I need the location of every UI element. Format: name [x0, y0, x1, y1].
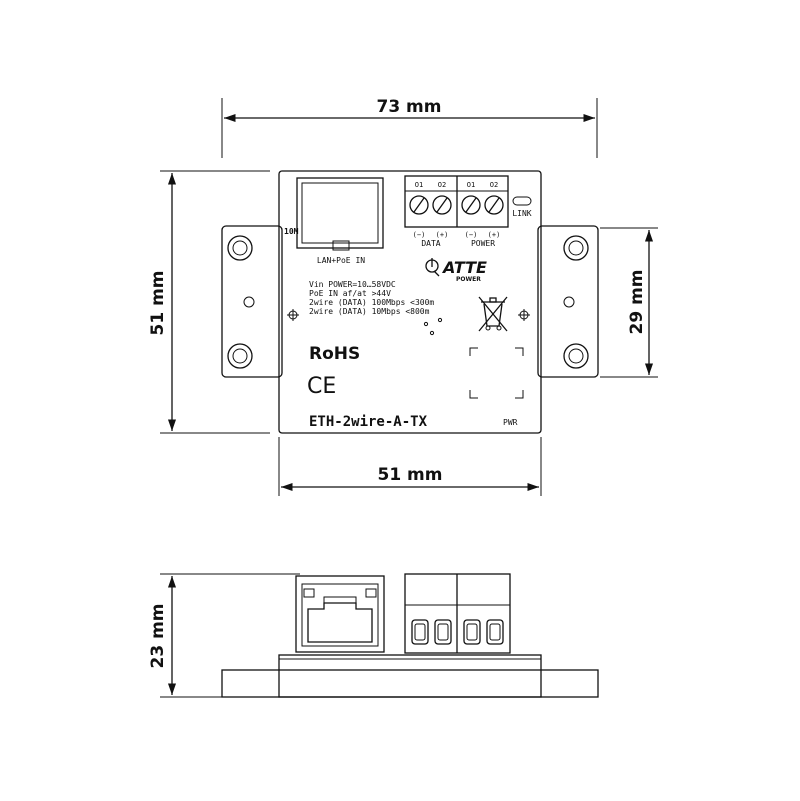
- rohs-mark: RoHS: [309, 344, 360, 364]
- power-label: POWER: [471, 239, 495, 248]
- right-mounting-flange: [537, 225, 599, 378]
- rj45-label: LAN+PoE IN: [317, 256, 365, 265]
- port-speed-label: 10M: [284, 227, 299, 236]
- dimension-top-width-label: 73 mm: [376, 97, 441, 117]
- terminal-number-3: O1: [467, 181, 475, 189]
- dimension-right-height-label: 29 mm: [627, 269, 647, 334]
- terminal-block: O1 O2 O1 O2: [404, 175, 509, 228]
- link-led: [512, 196, 532, 206]
- dimension-side-height: 23 mm: [148, 573, 300, 698]
- ce-mark: CE: [307, 374, 336, 399]
- side-view-rj45-port: [295, 575, 385, 653]
- data-label: DATA: [421, 239, 440, 248]
- left-crosshair-mark: [287, 309, 299, 321]
- terminal-number-1: O1: [415, 181, 423, 189]
- side-view-terminal-block: [404, 573, 511, 654]
- left-flange-holes: [227, 235, 255, 369]
- dimension-left-height: 51 mm: [148, 170, 270, 434]
- terminal-number-2: O2: [438, 181, 446, 189]
- side-view-enclosure: [278, 654, 542, 698]
- model-name: ETH-2wire-A-TX: [309, 414, 428, 430]
- terminal-number-4: O2: [490, 181, 498, 189]
- enclosure-top: [278, 170, 542, 434]
- spec-line-3: 2wire (DATA) 100Mbps <300m: [309, 298, 434, 307]
- dimension-bottom-width-label: 51 mm: [377, 465, 442, 485]
- right-crosshair-mark: [518, 309, 530, 321]
- dimension-bottom-width: 51 mm: [278, 437, 542, 496]
- rj45-port: [296, 177, 384, 251]
- pwr-label: PWR: [503, 418, 518, 427]
- pwr-corner-marks: [469, 347, 524, 399]
- power-minus-label: (−): [465, 231, 478, 239]
- brand-logo: ATTE POWER: [425, 258, 487, 283]
- brand-sub: POWER: [456, 276, 481, 283]
- side-view: [221, 573, 599, 698]
- terminal-screws: [409, 195, 504, 215]
- dimension-side-height-label: 23 mm: [148, 603, 168, 668]
- left-mounting-flange: [221, 225, 283, 378]
- dimension-right-height: 29 mm: [600, 227, 658, 378]
- small-dots: [423, 317, 443, 336]
- spec-line-1: Vin POWER=10…58VDC: [309, 280, 396, 289]
- spec-line-2: PoE IN af/at >44V: [309, 289, 391, 298]
- top-view: 10M LAN+PoE IN O1 O2 O1 O2 (−) (+) (−) (…: [221, 170, 599, 434]
- right-flange-holes: [563, 235, 589, 369]
- dimension-left-height-label: 51 mm: [148, 270, 168, 335]
- brand-name: ATTE: [441, 258, 487, 277]
- dimension-top-width: 73 mm: [221, 97, 598, 158]
- data-minus-label: (−): [413, 231, 426, 239]
- power-plus-label: (+): [488, 231, 501, 239]
- spec-line-4: 2wire (DATA) 10Mbps <800m: [309, 307, 430, 316]
- link-label: LINK: [512, 209, 531, 218]
- data-plus-label: (+): [436, 231, 449, 239]
- weee-bin-icon: [478, 296, 508, 332]
